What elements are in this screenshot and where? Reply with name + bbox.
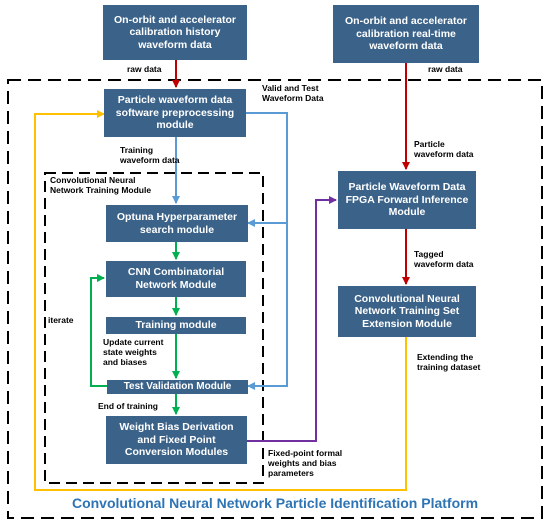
tagged-waveform-label: Tagged waveform data (414, 249, 474, 269)
platform-frame (7, 79, 543, 519)
iterate-label: iterate (48, 315, 74, 325)
optuna-search-module-box: Optuna Hyperparameter search module (106, 205, 248, 242)
preprocessing-module-box: Particle waveform data software preproce… (104, 89, 246, 137)
test-validation-module-box: Test Validation Module (107, 380, 248, 394)
fpga-inference-module-box: Particle Waveform Data FPGA Forward Infe… (338, 171, 476, 229)
end-of-training-label: End of training (98, 401, 158, 411)
arrow-extending-dataset (34, 110, 407, 491)
raw-data-label-right: raw data (428, 64, 463, 74)
update-weights-label: Update current state weights and biases (103, 337, 164, 367)
platform-title: Convolutional Neural Network Particle Id… (71, 495, 479, 511)
arrow-fixed-point-params (247, 196, 337, 442)
particle-waveform-label: Particle waveform data (414, 139, 474, 159)
cnn-combinatorial-module-box: CNN Combinatorial Network Module (106, 261, 246, 297)
training-module-frame (44, 172, 264, 484)
training-module-box: Training module (106, 317, 246, 334)
fixed-point-params-label: Fixed-point formal weights and bias para… (268, 448, 343, 478)
arrow-iterate-loop (90, 274, 107, 387)
realtime-waveform-data-box: On-orbit and accelerator calibration rea… (333, 5, 479, 63)
arrow-valid-test-data (246, 112, 288, 390)
history-waveform-data-box: On-orbit and accelerator calibration his… (103, 5, 247, 60)
training-waveform-label: Training waveform data (120, 145, 180, 165)
training-set-extension-box: Convolutional Neural Network Training Se… (338, 286, 476, 337)
valid-test-waveform-label: Valid and Test Waveform Data (262, 83, 324, 103)
raw-data-label-left: raw data (127, 64, 162, 74)
weight-bias-derivation-box: Weight Bias Derivation and Fixed Point C… (106, 416, 247, 464)
cnn-training-module-label: Convolutional Neural Network Training Mo… (50, 175, 152, 195)
extending-dataset-label: Extending the training dataset (417, 352, 481, 372)
